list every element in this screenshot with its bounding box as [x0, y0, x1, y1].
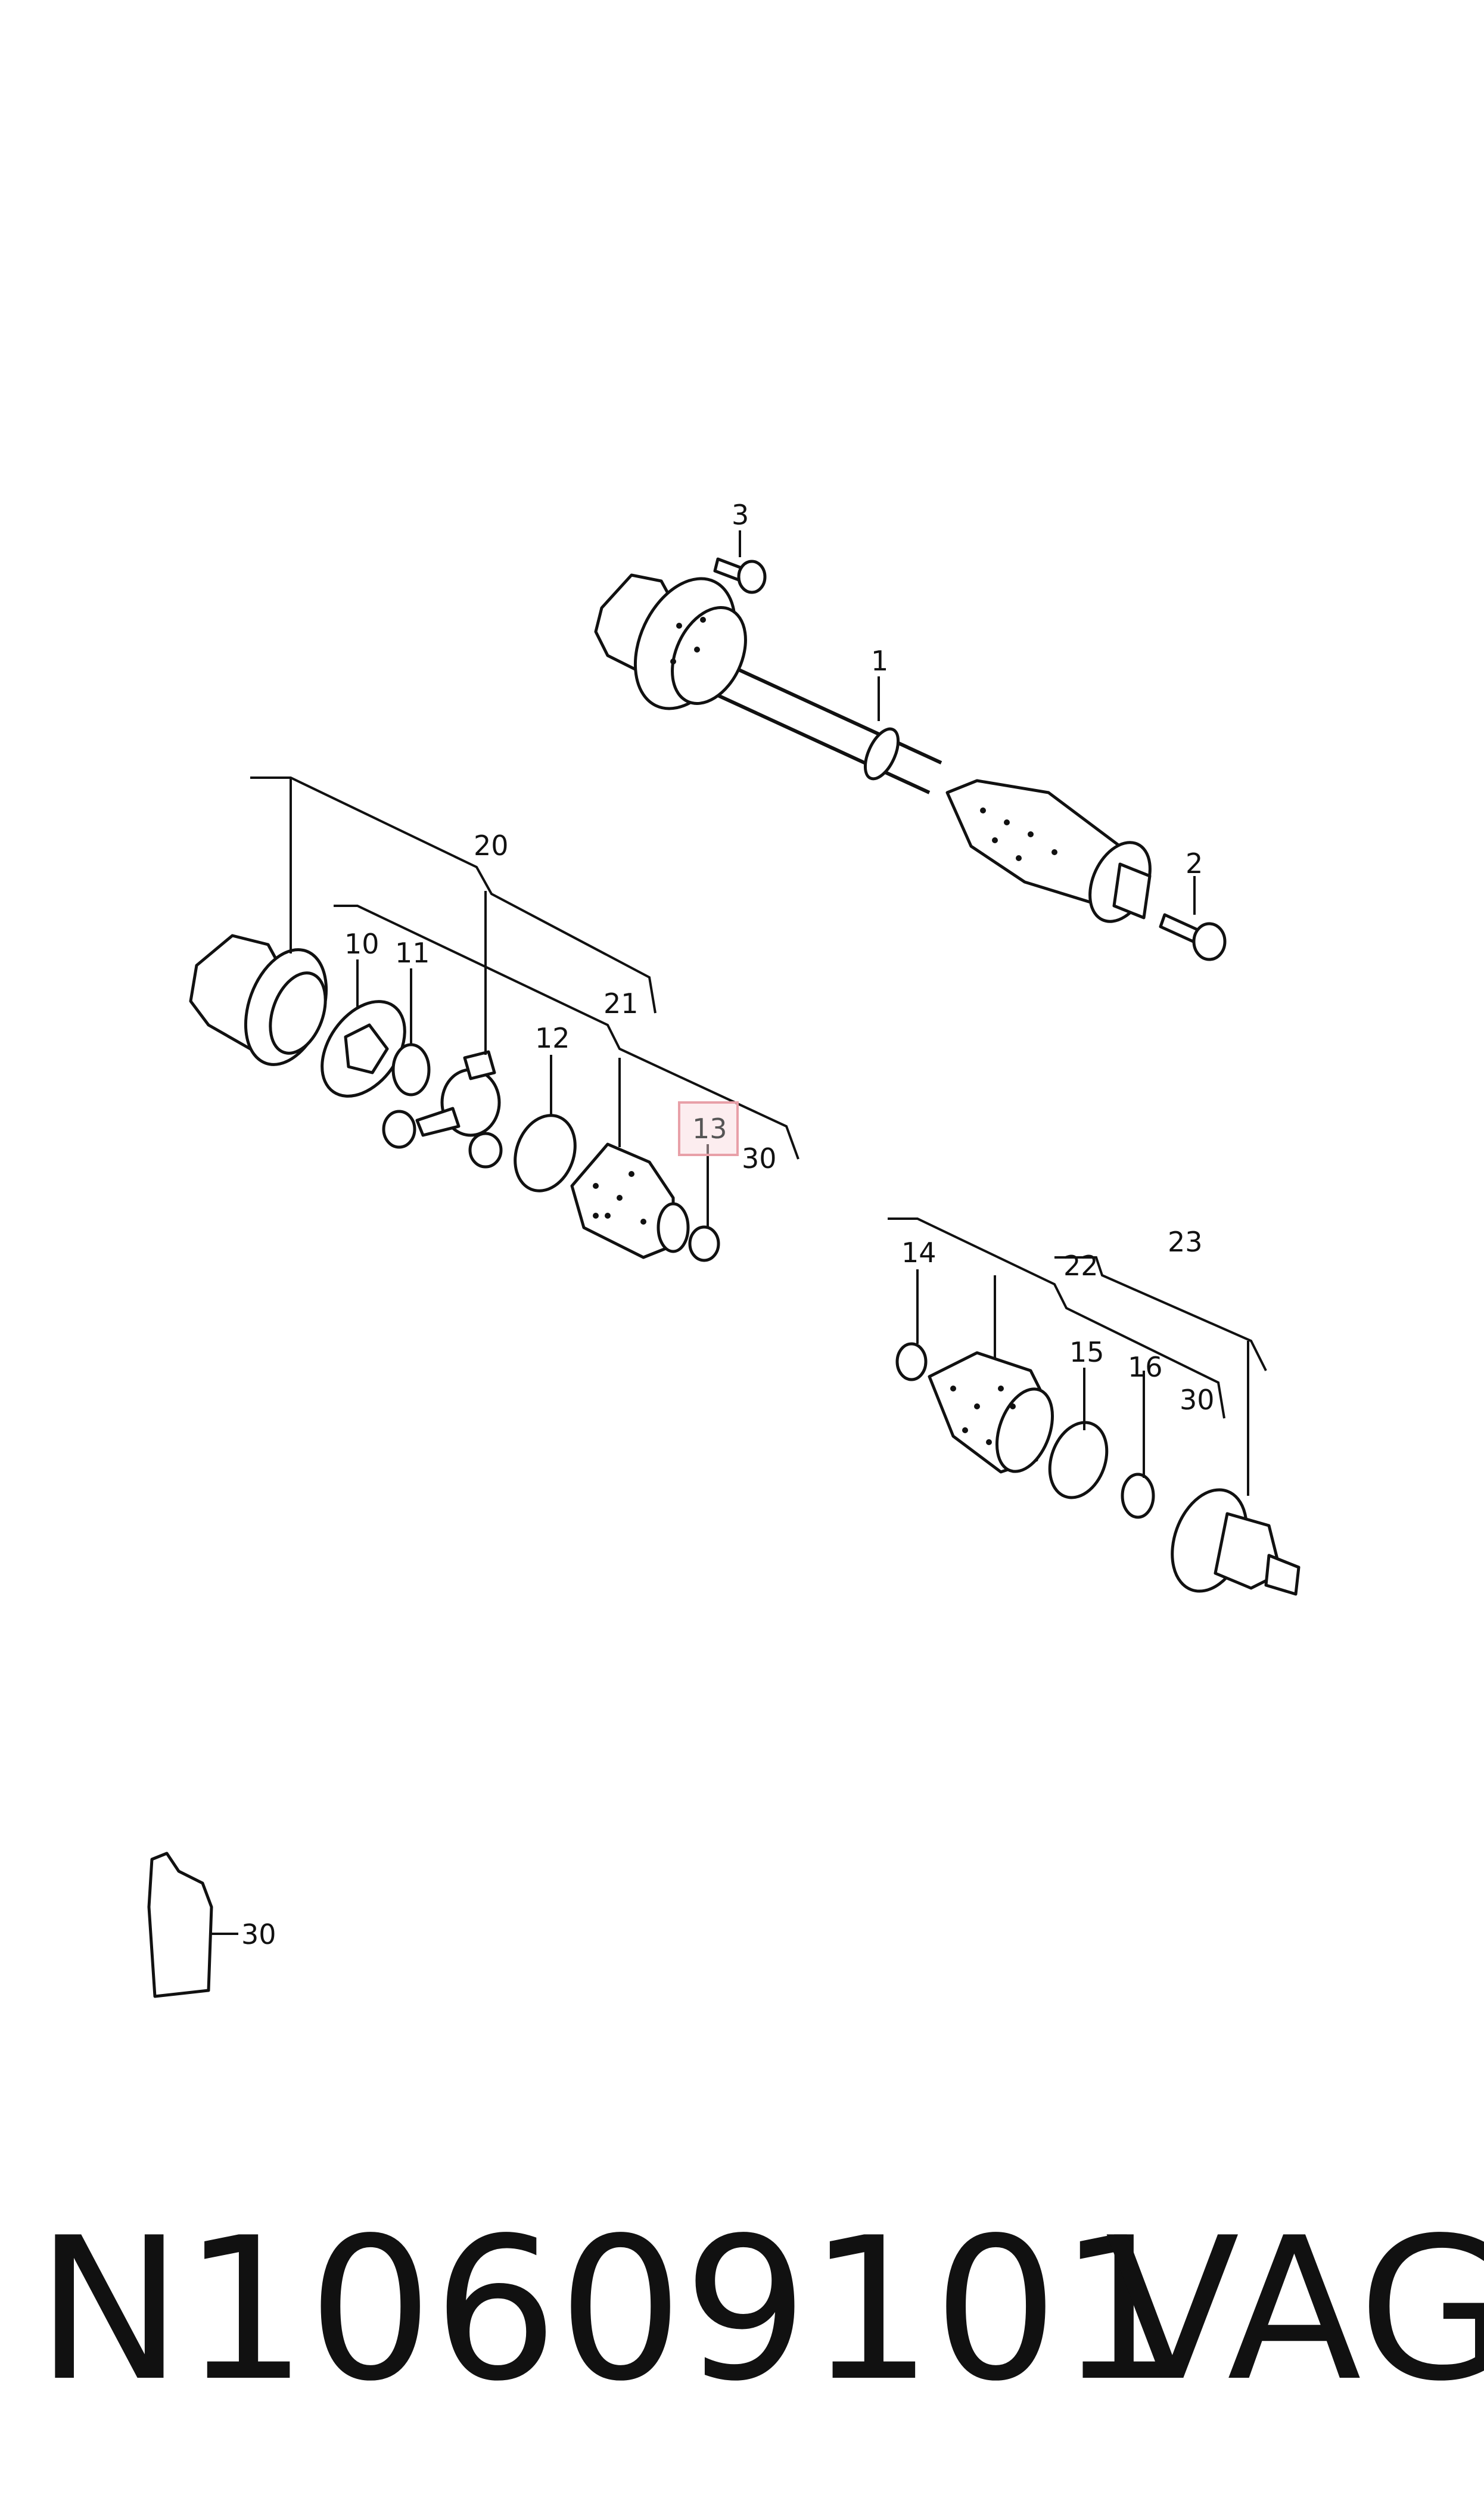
callout-21: 21 [603, 987, 639, 1020]
inner-joint-group [189, 934, 720, 1262]
grease-tube [147, 1852, 238, 1998]
callout-2: 2 [1186, 847, 1203, 880]
callout-15: 15 [1069, 1336, 1105, 1368]
callout-1: 1 [871, 645, 888, 677]
callout-22: 22 [1063, 1250, 1099, 1282]
callout-12: 12 [535, 1022, 570, 1054]
callout-30-outer: 30 [1180, 1384, 1215, 1416]
callout-23: 23 [1168, 1226, 1203, 1258]
callout-13: 13 [692, 1113, 727, 1145]
callout-20: 20 [474, 830, 509, 862]
part-number: N10609101 [36, 2195, 1184, 2424]
drive-shaft [594, 573, 1152, 923]
outer-joint-group [895, 1342, 1301, 1596]
highlight-box-13[interactable] [678, 1101, 739, 1156]
leader-lines [250, 530, 1267, 1496]
bolt-2 [1159, 913, 1227, 961]
callout-30-inner: 30 [742, 1142, 777, 1175]
callout-14: 14 [901, 1237, 937, 1269]
callout-11: 11 [395, 937, 430, 969]
callout-16: 16 [1128, 1351, 1163, 1383]
callout-3: 3 [732, 499, 749, 531]
bolt-3 [713, 557, 767, 594]
brand-label: VAG [1105, 2195, 1484, 2424]
callout-30-grease: 30 [241, 1918, 276, 1950]
callout-10: 10 [344, 928, 379, 960]
